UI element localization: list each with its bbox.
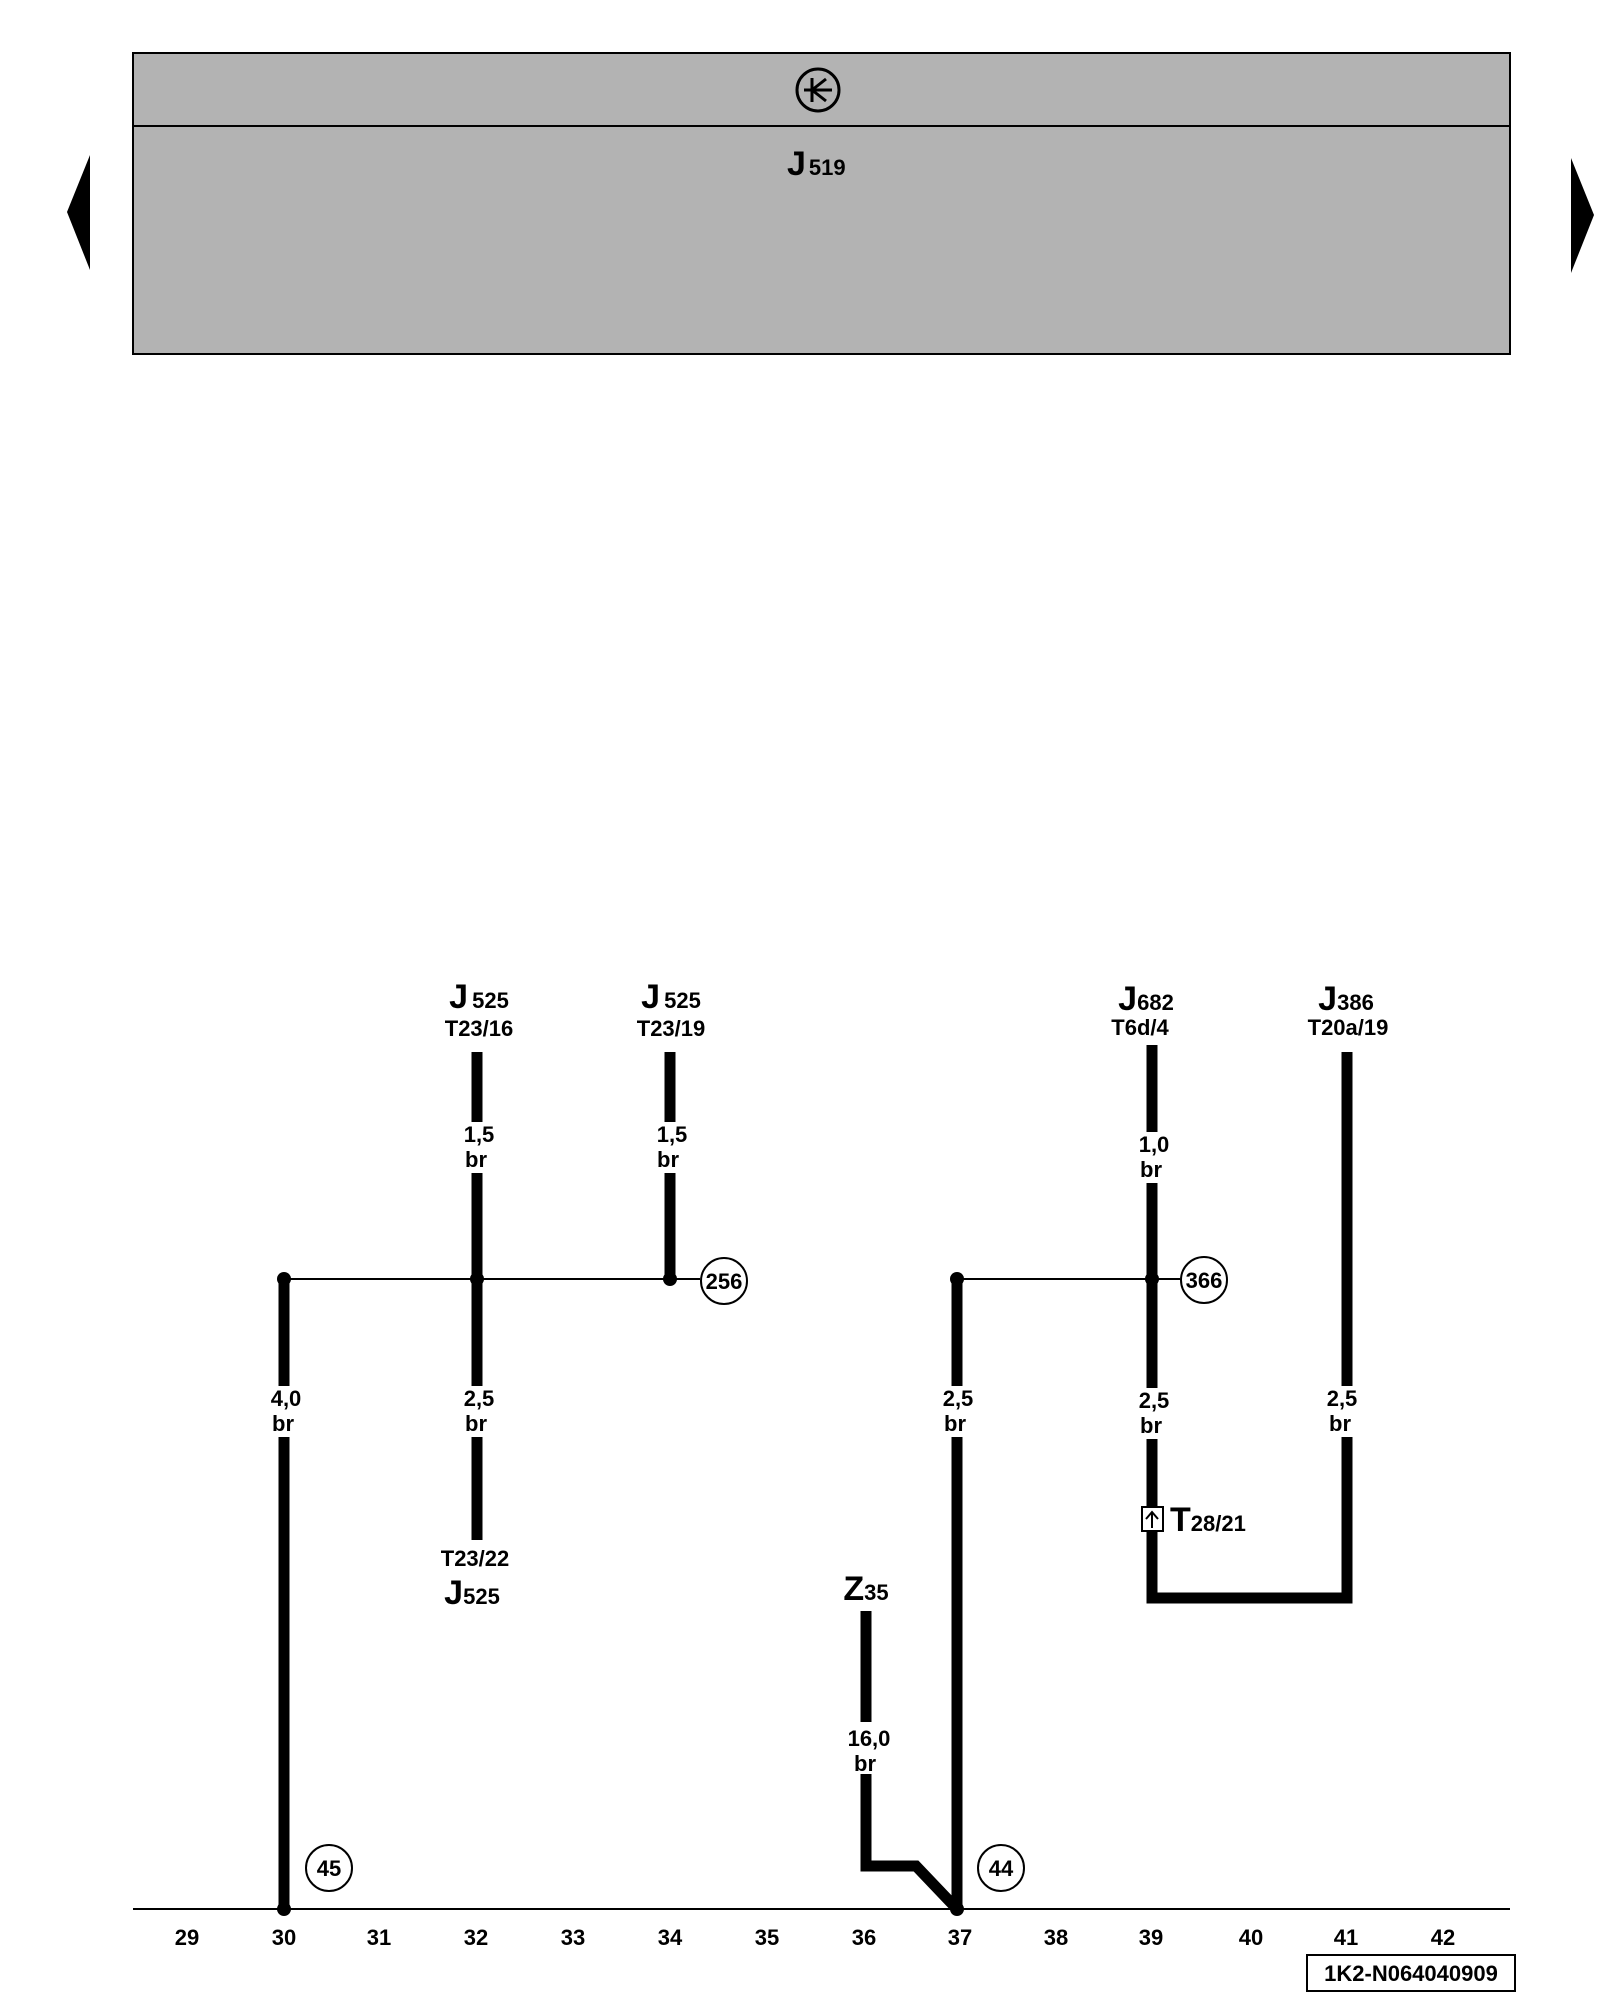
column-number: 40 bbox=[1239, 1925, 1263, 1950]
column-number: 31 bbox=[367, 1925, 391, 1950]
z35-label: Z35 bbox=[843, 1570, 888, 1608]
column-number: 41 bbox=[1334, 1925, 1358, 1950]
wire-label-color: br bbox=[1140, 1157, 1162, 1182]
junction-dot bbox=[277, 1902, 291, 1916]
wire-label-color: br bbox=[465, 1411, 487, 1436]
wire-label-size: 1,5 bbox=[657, 1122, 688, 1147]
connector-icon bbox=[1141, 1506, 1164, 1532]
column-number: 30 bbox=[272, 1925, 296, 1950]
control-unit-box bbox=[132, 52, 1511, 355]
wire-label-color: br bbox=[272, 1411, 294, 1436]
junction-dot bbox=[1145, 1272, 1159, 1286]
wire-label-color: br bbox=[657, 1147, 679, 1172]
j386-pin: T20a/19 bbox=[1308, 1015, 1389, 1040]
svg-text:44: 44 bbox=[989, 1856, 1014, 1881]
column-number: 32 bbox=[464, 1925, 488, 1950]
column-number: 38 bbox=[1044, 1925, 1068, 1950]
svg-text:256: 256 bbox=[706, 1269, 743, 1294]
wire-label-color: br bbox=[465, 1147, 487, 1172]
prev-page-arrow-icon[interactable] bbox=[67, 155, 90, 270]
junction-dot bbox=[950, 1272, 964, 1286]
wire-label-color: br bbox=[944, 1411, 966, 1436]
j682-label: J682 bbox=[1118, 980, 1174, 1018]
j525-c-pin: T23/22 bbox=[441, 1546, 510, 1571]
wire-label-color: br bbox=[854, 1751, 876, 1776]
svg-text:366: 366 bbox=[1186, 1268, 1223, 1293]
control-unit-icon bbox=[795, 67, 841, 113]
wire-label-size: 1,5 bbox=[464, 1122, 495, 1147]
column-number: 35 bbox=[755, 1925, 779, 1950]
column-number: 42 bbox=[1431, 1925, 1455, 1950]
svg-text:45: 45 bbox=[317, 1856, 341, 1881]
j682-pin: T6d/4 bbox=[1111, 1015, 1169, 1040]
wire-label-size: 2,5 bbox=[1327, 1386, 1358, 1411]
j525-a-pin: T23/16 bbox=[445, 1016, 514, 1041]
column-number: 39 bbox=[1139, 1925, 1163, 1950]
wire-label-size: 1,0 bbox=[1139, 1132, 1170, 1157]
wire-label-size: 2,5 bbox=[943, 1386, 974, 1411]
column-number: 37 bbox=[948, 1925, 972, 1950]
next-page-arrow-icon[interactable] bbox=[1571, 158, 1594, 273]
wire-label-color: br bbox=[1329, 1411, 1351, 1436]
ref-366: 366 bbox=[1180, 1256, 1228, 1304]
j525-b-pin: T23/19 bbox=[637, 1016, 706, 1041]
t28-label: T28/21 bbox=[1170, 1501, 1246, 1539]
column-number: 33 bbox=[561, 1925, 585, 1950]
junction-dot bbox=[277, 1272, 291, 1286]
doc-id-box bbox=[1306, 1954, 1516, 1992]
j386-label: J386 bbox=[1318, 980, 1374, 1018]
j525-c-label: J525 bbox=[444, 1574, 500, 1612]
junction-dot bbox=[950, 1902, 964, 1916]
junction-dot bbox=[663, 1272, 677, 1286]
column-number: 36 bbox=[852, 1925, 876, 1950]
ref-256: 256 bbox=[700, 1257, 748, 1305]
wire-label-size: 16,0 bbox=[848, 1726, 891, 1751]
wire-label-color: br bbox=[1140, 1413, 1162, 1438]
doc-id: 1K2-N064040909 bbox=[1324, 1961, 1498, 1986]
junction-dot bbox=[470, 1272, 484, 1286]
wire-label-size: 2,5 bbox=[1139, 1388, 1170, 1413]
column-number: 29 bbox=[175, 1925, 199, 1950]
wire-z35-lower bbox=[860, 1774, 961, 1913]
wire-label-size: 4,0 bbox=[271, 1386, 302, 1411]
wire-label-size: 2,5 bbox=[464, 1386, 495, 1411]
column-number: 34 bbox=[658, 1925, 683, 1950]
ref-44: 44 bbox=[977, 1844, 1025, 1892]
ref-45: 45 bbox=[305, 1844, 353, 1892]
